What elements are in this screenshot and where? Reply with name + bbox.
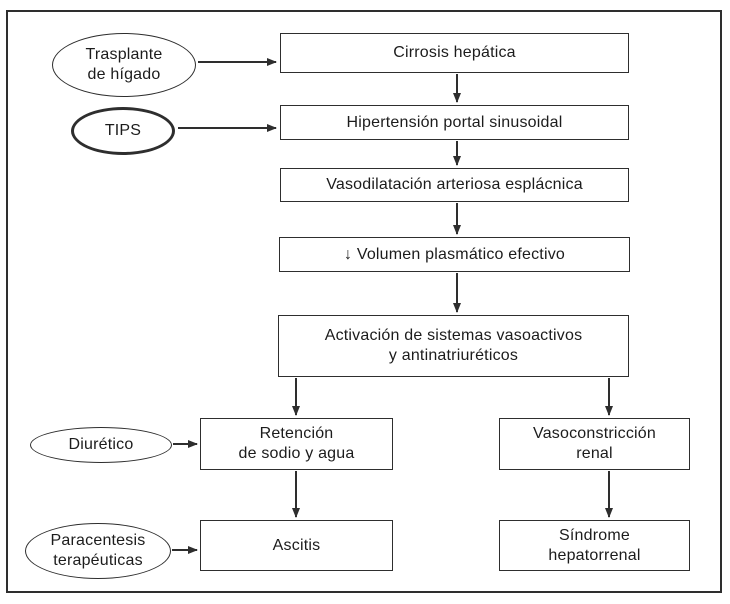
node-cirrosis-hepatica: Cirrosis hepática <box>280 33 629 73</box>
figure-border <box>6 10 722 593</box>
node-ascitis: Ascitis <box>200 520 393 571</box>
node-vasodilatacion-arteriosa-esplacnica: Vasodilatación arteriosa esplácnica <box>280 168 629 202</box>
node-activacion-sistemas-vasoactivos: Activación de sistemas vasoactivos y ant… <box>278 315 629 377</box>
node-hipertension-portal-sinusoidal: Hipertensión portal sinusoidal <box>280 105 629 140</box>
node-trasplante-de-higado: Trasplante de hígado <box>52 33 196 97</box>
node-volumen-plasmatico-efectivo: ↓ Volumen plasmático efectivo <box>279 237 630 272</box>
node-retencion-sodio-agua: Retención de sodio y agua <box>200 418 393 470</box>
node-sindrome-hepatorrenal: Síndrome hepatorrenal <box>499 520 690 571</box>
node-tips: TIPS <box>71 107 175 155</box>
node-paracentesis-terapeuticas: Paracentesis terapéuticas <box>25 523 171 579</box>
node-vasoconstriccion-renal: Vasoconstricción renal <box>499 418 690 470</box>
node-diuretico: Diurético <box>30 427 172 463</box>
